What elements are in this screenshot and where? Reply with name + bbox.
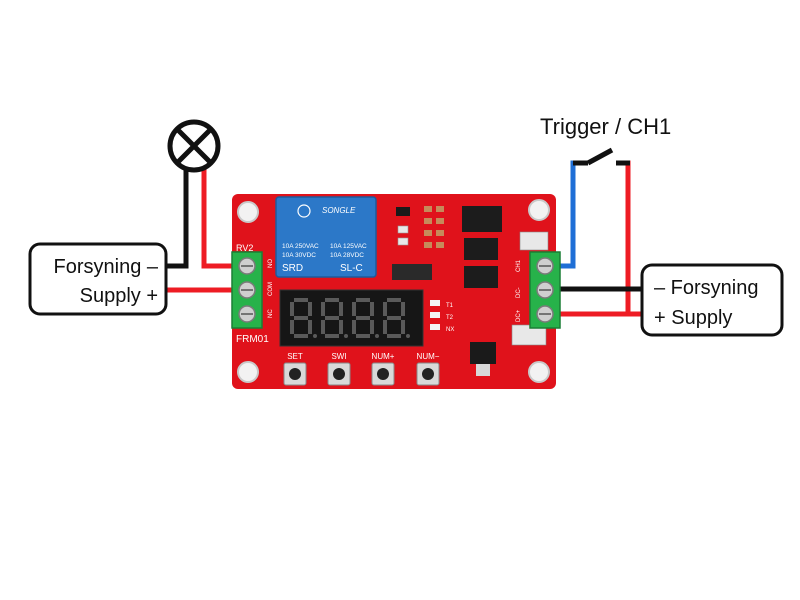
- display-segment: [339, 302, 343, 316]
- button-label-set: SET: [287, 352, 303, 361]
- left-supply-line2: Supply +: [80, 285, 158, 307]
- display-segment: [290, 320, 294, 334]
- display-decimal-point: [406, 334, 410, 338]
- button-label-num-minus: NUM−: [417, 352, 440, 361]
- terminal-label-no: NO: [268, 259, 274, 268]
- display-segment: [352, 320, 356, 334]
- display-segment: [370, 302, 374, 316]
- right-supply-line2: + Supply: [654, 307, 732, 329]
- relay-model: SRD: [282, 263, 303, 274]
- left-terminal-labels: NO COM NC: [268, 259, 274, 318]
- left-supply-box: Forsyning – Supply +: [28, 242, 168, 316]
- relay-rating-ac-1: 10A 250VAC: [282, 243, 319, 250]
- terminal-label-dc-minus: DC-: [516, 287, 522, 298]
- relay-rating-ac-2: 10A 125VAC: [330, 243, 367, 250]
- display-decimal-point: [344, 334, 348, 338]
- display-segment: [356, 334, 370, 338]
- display-segment: [356, 316, 370, 320]
- smd-components: [392, 206, 549, 376]
- right-terminal-block: [529, 251, 561, 329]
- display-segment: [383, 302, 387, 316]
- seven-segment-display: [279, 289, 424, 347]
- swi-button[interactable]: [327, 362, 351, 386]
- ic-chips: [462, 206, 502, 288]
- right-supply-line1: – Forsyning: [654, 277, 759, 299]
- terminal-label-nc: NC: [268, 309, 274, 318]
- terminal-label-ch1: CH1: [516, 259, 522, 272]
- display-segment: [401, 320, 405, 334]
- display-segment: [294, 298, 308, 302]
- display-segment: [352, 302, 356, 316]
- display-decimal-point: [313, 334, 317, 338]
- relay: SONGLE 10A 250VAC 10A 125VAC 10A 30VDC 1…: [275, 196, 377, 278]
- display-segment: [387, 316, 401, 320]
- display-segment: [290, 302, 294, 316]
- left-terminal-block: [231, 251, 263, 329]
- mounting-holes: [237, 199, 550, 383]
- display-segment: [339, 320, 343, 334]
- pot-label: RV2: [236, 243, 253, 253]
- relay-board: SONGLE 10A 250VAC 10A 125VAC 10A 30VDC 1…: [231, 194, 561, 389]
- display-segment: [325, 316, 339, 320]
- led-label-t2: T2: [446, 315, 454, 321]
- display-segment: [321, 302, 325, 316]
- lamp-red-wire: [201, 165, 245, 269]
- display-segment: [356, 298, 370, 302]
- display-segment: [294, 316, 308, 320]
- set-button[interactable]: [283, 362, 307, 386]
- relay-rating-dc-2: 10A 28VDC: [330, 252, 364, 259]
- terminal-label-com: COM: [268, 282, 274, 296]
- num-plus-button[interactable]: [371, 362, 395, 386]
- board-buttons: SET SWI NUM+ NUM−: [283, 352, 440, 386]
- trigger-switch-icon: [573, 147, 630, 166]
- display-segment: [401, 302, 405, 316]
- display-digits: [290, 298, 410, 338]
- relay-brand: SONGLE: [322, 206, 356, 215]
- display-decimal-point: [375, 334, 379, 338]
- lamp-icon: [167, 119, 221, 173]
- board-model-label: FRM01: [236, 334, 269, 345]
- display-segment: [325, 298, 339, 302]
- display-segment: [321, 320, 325, 334]
- display-segment: [387, 298, 401, 302]
- right-supply-box: – Forsyning + Supply: [640, 263, 784, 337]
- left-supply-line1: Forsyning –: [54, 256, 159, 278]
- relay-variant: SL-C: [340, 263, 363, 274]
- display-segment: [387, 334, 401, 338]
- display-segment: [308, 320, 312, 334]
- num-minus-button[interactable]: [416, 362, 440, 386]
- trigger-label: Trigger / CH1: [540, 114, 671, 139]
- led-label-t1: T1: [446, 303, 454, 309]
- button-label-num-plus: NUM+: [372, 352, 395, 361]
- display-segment: [294, 334, 308, 338]
- right-terminal-labels: CH1 DC- DC+: [516, 259, 522, 322]
- button-label-swi: SWI: [331, 352, 346, 361]
- display-segment: [308, 302, 312, 316]
- display-segment: [325, 334, 339, 338]
- display-segment: [370, 320, 374, 334]
- display-segment: [383, 320, 387, 334]
- terminal-label-dc-plus: DC+: [516, 309, 522, 322]
- relay-rating-dc-1: 10A 30VDC: [282, 252, 316, 259]
- lamp-black-wire: [165, 165, 189, 269]
- status-leds: T1 T2 NX: [430, 300, 454, 333]
- led-label-nx: NX: [446, 327, 454, 333]
